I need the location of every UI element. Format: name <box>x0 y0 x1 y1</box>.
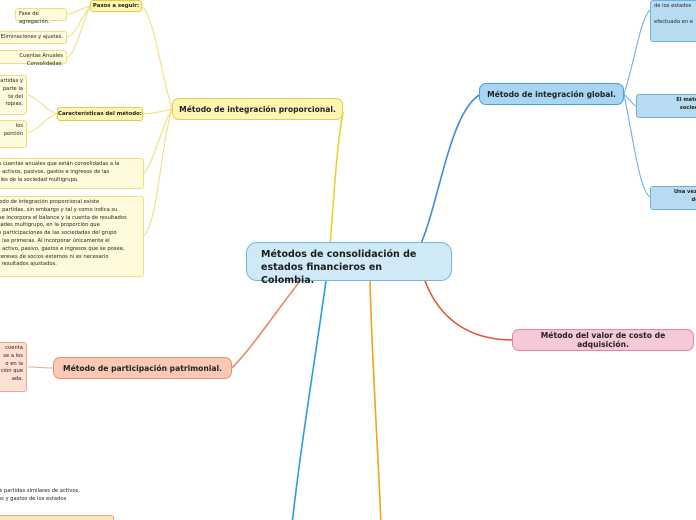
link-central-down-blue <box>291 280 327 520</box>
link-caract-1 <box>27 94 58 115</box>
global-descripcion-3[interactable]: Una vez ag debe <box>650 186 696 210</box>
method-participacion-patrimonial[interactable]: Método de participación patrimonial. <box>53 357 232 379</box>
link-pasos-fase <box>66 5 91 15</box>
pasos-a-seguir-node[interactable]: Pasos a seguir: <box>90 0 142 12</box>
proporcional-descripcion-1[interactable]: las cuentas anuales que están consolidad… <box>0 158 144 189</box>
bottom-partial-text: n las partidas similares de activos, res… <box>0 488 80 502</box>
global-descripcion-2[interactable]: El métod socieda <box>636 94 696 118</box>
link-prop-pasos <box>141 5 173 110</box>
link-prop-p1 <box>143 108 173 174</box>
central-topic[interactable]: Métodos de consolidación de estados fina… <box>246 242 452 286</box>
global-descripcion-1[interactable]: de los estados efectuada en e <box>650 0 696 42</box>
link-glob-3 <box>623 93 651 198</box>
link-prop-p2 <box>143 108 173 237</box>
caracteristica-2[interactable]: los porción <box>0 120 27 148</box>
link-central-participacion <box>231 280 301 369</box>
proporcional-descripcion-2[interactable]: étodo de integración proporcional existe… <box>0 196 144 277</box>
link-caract-2 <box>27 113 58 134</box>
link-central-costo <box>424 280 514 341</box>
paso-eliminaciones-ajustes[interactable]: Eliminaciones y ajustes. <box>0 31 67 44</box>
link-part-leaf <box>27 366 54 369</box>
link-pasos-ccaa <box>66 5 91 58</box>
link-central-global <box>419 93 482 247</box>
link-glob-2 <box>623 93 637 107</box>
paso-cuentas-anuales[interactable]: Cuentas Anuales Consolidadas. <box>0 50 67 67</box>
bottom-partial-node[interactable] <box>0 515 114 520</box>
caracteristicas-node[interactable]: Características del método: <box>57 107 143 121</box>
link-pasos-elim <box>66 5 91 38</box>
link-central-proporcional <box>329 111 344 245</box>
participacion-descripcion[interactable]: cuenta se a los o en la ción que ada. <box>0 342 27 392</box>
method-integracion-proporcional[interactable]: Método de integración proporcional. <box>172 98 343 120</box>
link-central-down-orange <box>369 280 382 520</box>
link-glob-1 <box>623 9 651 95</box>
paso-fase-agregacion[interactable]: Fase de agregación. <box>15 8 67 25</box>
method-valor-costo-adquisicion[interactable]: Método del valor de costo de adquisición… <box>512 329 694 351</box>
link-prop-caract <box>142 108 173 115</box>
caracteristica-1[interactable]: partidas y parte la te del ropias. <box>0 75 27 115</box>
method-integracion-global[interactable]: Método de integración global. <box>479 83 624 105</box>
